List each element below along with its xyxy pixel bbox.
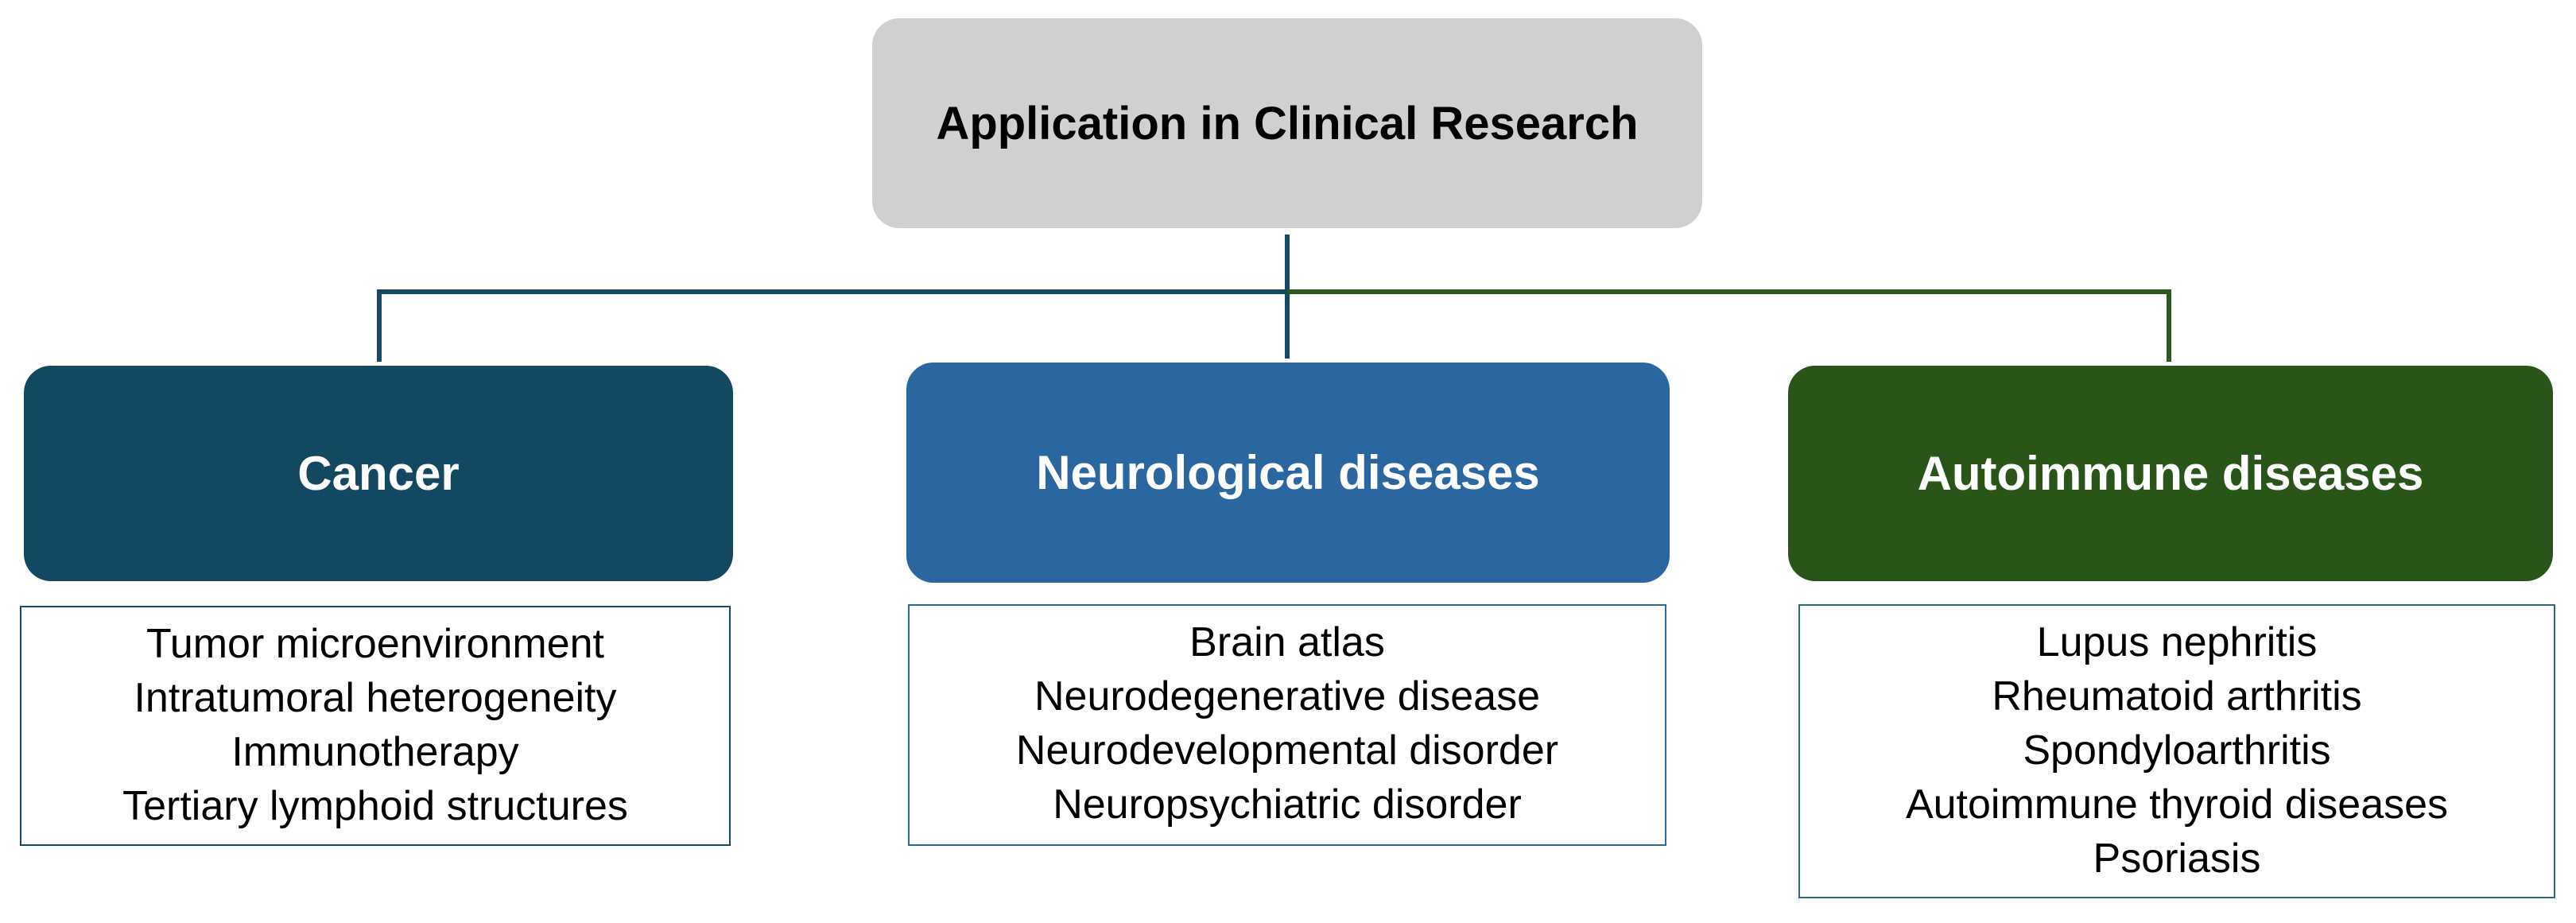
category-autoimmune-title: Autoimmune diseases bbox=[1917, 447, 2424, 500]
list-item: Neurodevelopmental disorder bbox=[1015, 727, 1559, 774]
list-item: Intratumoral heterogeneity bbox=[134, 675, 617, 721]
list-item: Lupus nephritis bbox=[2036, 619, 2318, 665]
list-item: Psoriasis bbox=[2093, 836, 2261, 882]
list-item: Brain atlas bbox=[1189, 619, 1385, 665]
category-autoimmune: Autoimmune diseases bbox=[1788, 366, 2553, 581]
list-item: Tumor microenvironment bbox=[145, 621, 604, 667]
list-item: Neurodegenerative disease bbox=[1034, 673, 1540, 719]
category-neurological-title: Neurological diseases bbox=[1036, 446, 1540, 499]
list-item: Autoimmune thyroid diseases bbox=[1905, 781, 2449, 828]
category-cancer-title: Cancer bbox=[297, 447, 460, 500]
cancer-items-list: Tumor microenvironment Intratumoral hete… bbox=[20, 606, 731, 846]
list-item: Spondyloarthritis bbox=[2023, 727, 2331, 774]
neurological-items-list: Brain atlas Neurodegenerative disease Ne… bbox=[908, 604, 1666, 846]
list-item: Rheumatoid arthritis bbox=[1992, 673, 2362, 719]
autoimmune-items-list: Lupus nephritis Rheumatoid arthritis Spo… bbox=[1798, 604, 2555, 898]
root-node: Application in Clinical Research bbox=[872, 18, 1702, 228]
root-title: Application in Clinical Research bbox=[936, 97, 1639, 149]
category-cancer: Cancer bbox=[24, 366, 733, 581]
list-item: Immunotherapy bbox=[231, 729, 519, 775]
list-item: Neuropsychiatric disorder bbox=[1053, 781, 1522, 828]
list-item: Tertiary lymphoid structures bbox=[122, 783, 628, 829]
category-neurological: Neurological diseases bbox=[906, 363, 1670, 583]
